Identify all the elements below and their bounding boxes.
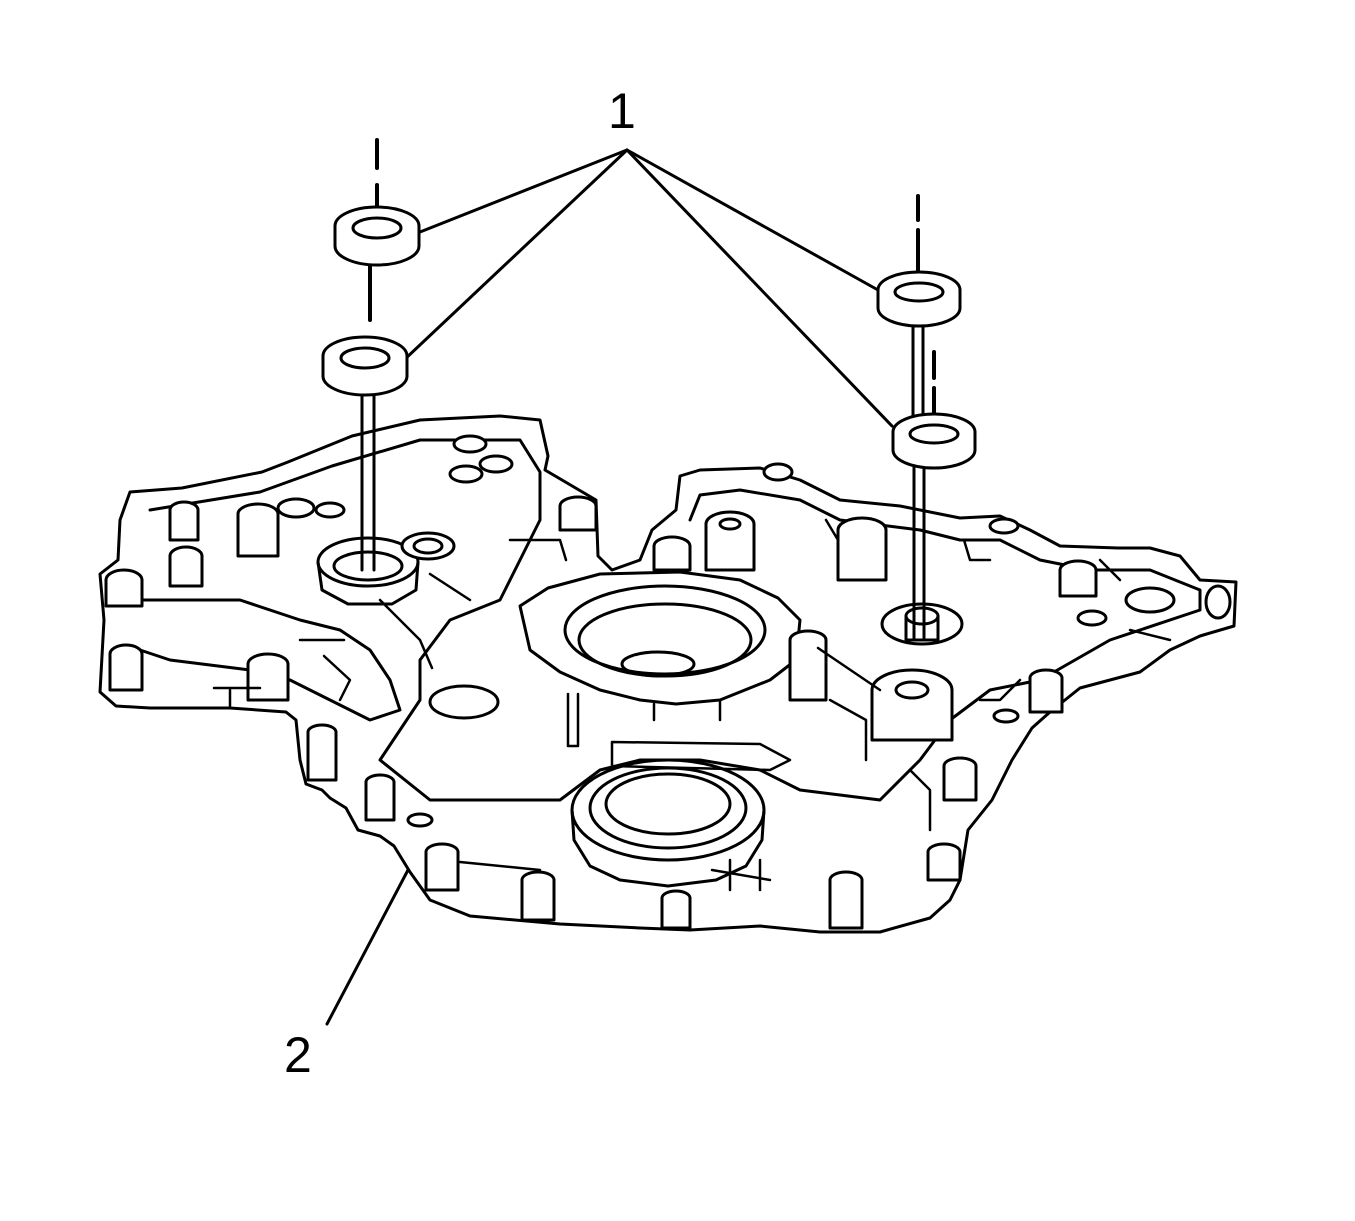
mounting-bosses (104, 434, 1232, 930)
right-seal-pocket (880, 602, 964, 646)
left-seal-pocket (316, 536, 420, 606)
axis-lines (368, 138, 936, 438)
seal-ring-lower-right (891, 412, 977, 470)
engine-front-cover (98, 414, 1238, 934)
seal-ring-upper-right (876, 270, 962, 328)
cover-ribs (212, 518, 1172, 892)
seal-ring-lower-left (321, 335, 409, 397)
callout-1-leaders (402, 148, 894, 428)
callout-1: 1 (608, 83, 636, 139)
callout-2-leader (325, 868, 410, 1026)
callout-2: 2 (284, 1027, 312, 1083)
guide-rods (360, 318, 926, 642)
crank-seal-bore (570, 758, 766, 888)
upper-center-bore (518, 570, 802, 706)
seal-ring-upper-left (333, 205, 421, 267)
